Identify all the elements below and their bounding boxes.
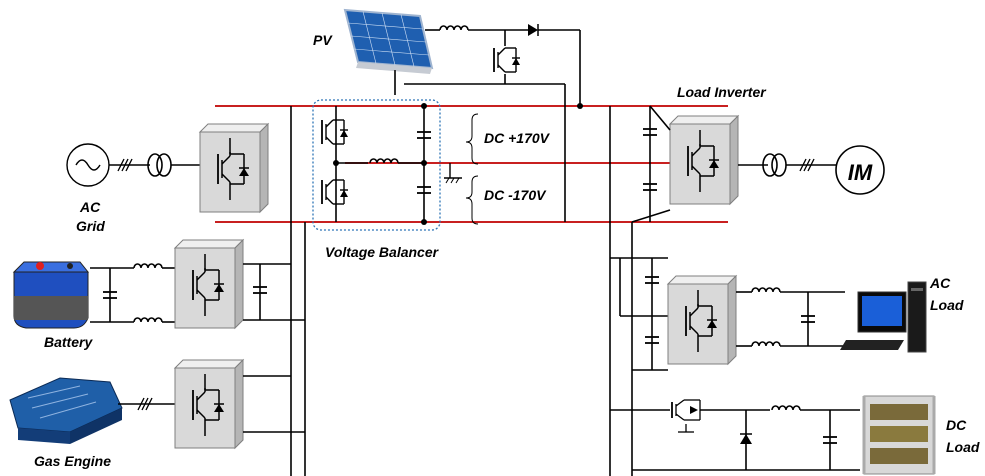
dc-load-label-line1: DC <box>946 417 967 433</box>
dc-load-resistor-bank-icon <box>862 395 936 475</box>
ac-load-converter-icon <box>667 275 737 365</box>
ac-load-label-line2: Load <box>930 297 964 313</box>
battery-label: Battery <box>44 334 93 350</box>
gas-engine-label: Gas Engine <box>34 453 111 469</box>
ac-grid-label-line1: AC <box>79 199 101 215</box>
battery-converter-icon <box>174 239 244 329</box>
pv-label: PV <box>313 32 333 48</box>
voltage-balancer-label: Voltage Balancer <box>325 244 440 260</box>
battery-icon <box>12 261 90 329</box>
ground-icon <box>444 163 462 184</box>
ac-grid-converter-icon <box>199 123 269 213</box>
freewheel-diode-icon <box>740 433 752 444</box>
load-inverter-label: Load Inverter <box>677 84 767 100</box>
ac-load-label-line1: AC <box>929 275 951 291</box>
induction-motor-icon: IM <box>835 145 885 195</box>
dc-load-label-line2: Load <box>946 439 980 455</box>
ac-grid-label-line2: Grid <box>76 218 105 234</box>
computer-icon <box>840 281 927 353</box>
voltage-balancer-box <box>312 99 441 231</box>
im-label: IM <box>848 160 873 185</box>
dc-chopper-switch-icon <box>671 399 701 433</box>
gas-engine-icon <box>9 377 123 444</box>
dc-negative-label: DC -170V <box>484 187 547 203</box>
load-inverter-converter-icon <box>669 115 739 205</box>
dc-positive-label: DC +170V <box>484 130 551 146</box>
pv-boost-switch-icon <box>493 47 521 73</box>
pv-panel-icon <box>343 8 434 95</box>
pv-diode-icon <box>528 24 539 36</box>
gas-engine-converter-icon <box>174 359 244 449</box>
ac-source-icon <box>66 143 110 187</box>
